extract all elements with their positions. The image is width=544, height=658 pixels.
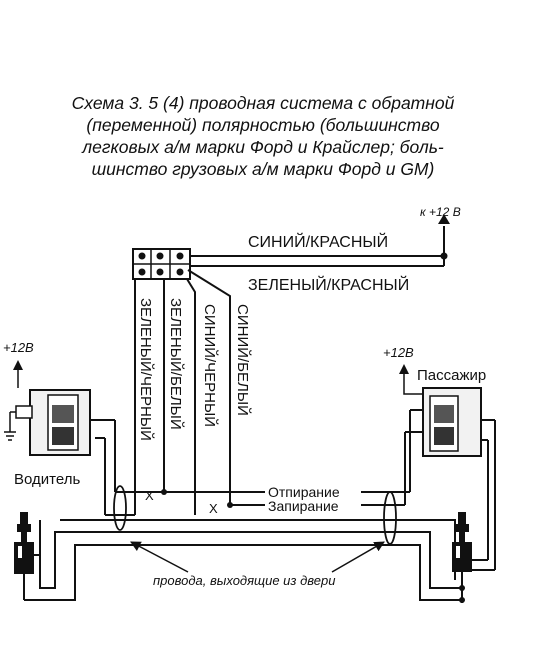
passenger-bundle-clamp: [383, 491, 397, 545]
wire-label-blue-white: СИНИЙ/БЕЛЫЙ: [234, 304, 252, 416]
wire-label-blue-red: СИНИЙ/КРАСНЫЙ: [248, 232, 388, 251]
door-harness: [39, 519, 463, 603]
wire-label-blue-black: СИНИЙ/ЧЕРНЫЙ: [201, 304, 219, 427]
wire-label-green-black: ЗЕЛЕНЫЙ/ЧЕРНЫЙ: [137, 298, 155, 441]
title-line-3: легковых а/м марки Форд и Крайслер; боль…: [82, 137, 444, 157]
driver-switch: [4, 389, 164, 516]
cut-mark: X: [145, 488, 154, 503]
passenger-power-arrow-icon: [399, 364, 409, 374]
unlock-label: Отпирание: [268, 484, 340, 500]
passenger-switch: [396, 387, 496, 570]
door-wires-arrow-right: [331, 541, 385, 573]
passenger-label: Пассажир: [417, 367, 486, 384]
driver-label: Водитель: [14, 471, 80, 488]
lock-label: Запирание: [268, 498, 339, 514]
driver-bundle-clamp: [113, 485, 127, 531]
driver-power-label: +12В: [3, 340, 34, 355]
harness-junction-dot: [459, 597, 465, 603]
driver-power-arrow-icon: [13, 360, 23, 370]
wire-label-green-white: ЗЕЛЕНЫЙ/БЕЛЫЙ: [167, 298, 185, 430]
wire-junction-dot: [227, 502, 233, 508]
passenger-lock-actuator-icon: [452, 512, 495, 572]
door-wires-arrow-left: [130, 541, 189, 573]
title-line-1: Схема 3. 5 (4) проводная система с обрат…: [71, 93, 455, 113]
relay-connector: [132, 248, 191, 280]
passenger-power-line: [403, 372, 423, 395]
cut-mark: X: [209, 501, 218, 516]
wire-label-green-red: ЗЕЛЕНЫЙ/КРАСНЫЙ: [248, 275, 409, 294]
door-wires-label: провода, выходящие из двери: [153, 573, 335, 588]
driver-lock-actuator-icon: [14, 512, 41, 601]
diagram-title: Схема 3. 5 (4) проводная система с обрат…: [28, 92, 498, 180]
passenger-power-label: +12В: [383, 345, 414, 360]
door-control-wires: [361, 491, 396, 506]
power-top-arrow-icon: [438, 214, 450, 224]
title-line-2: (переменной) полярностью (большинство: [86, 115, 440, 135]
power-top-label: к +12 В: [420, 205, 461, 219]
title-line-4: шинство грузовых а/м марки Форд и GM): [91, 159, 435, 179]
harness-junction-dot: [459, 585, 465, 591]
power-junction-dot: [440, 252, 448, 260]
